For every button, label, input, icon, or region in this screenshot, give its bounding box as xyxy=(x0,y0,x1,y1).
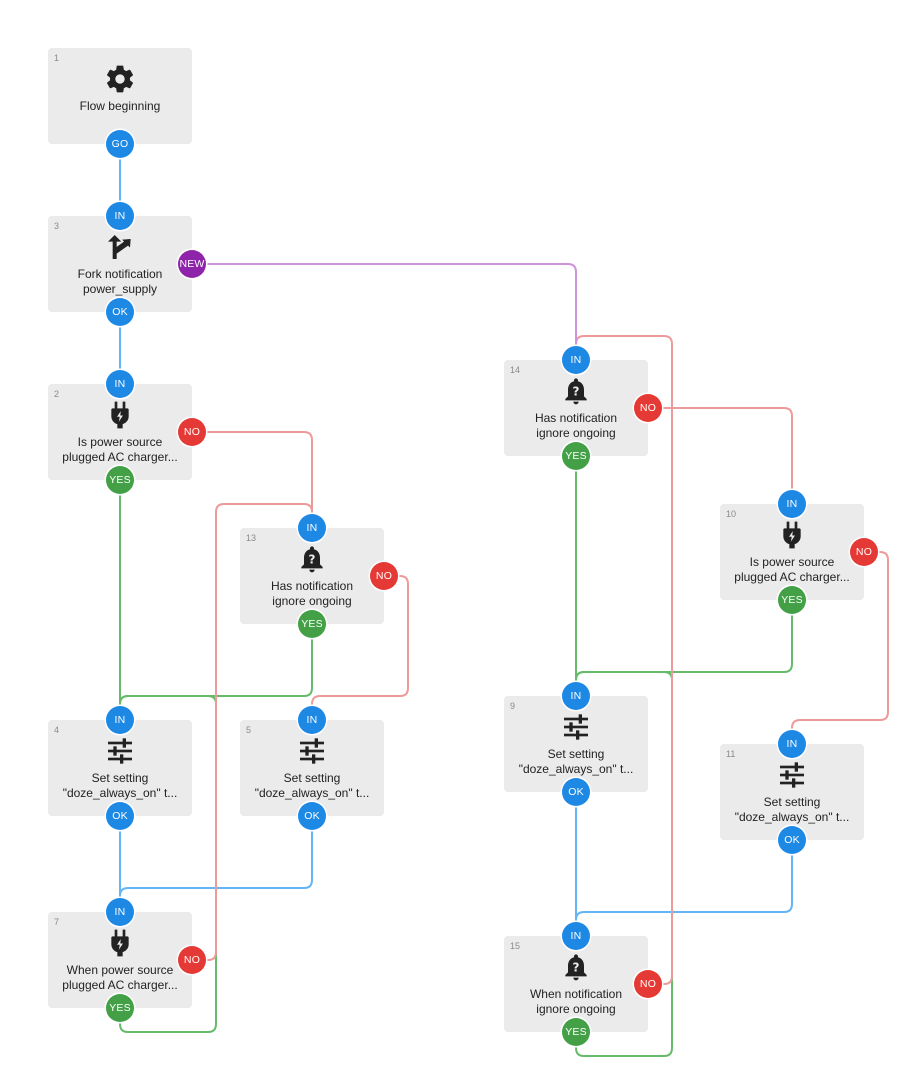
block-when-power-source[interactable]: 7 When power source plugged AC charger..… xyxy=(48,912,192,1008)
block-title: Has notification ignore ongoing xyxy=(270,579,354,608)
sliders-icon xyxy=(104,735,136,767)
wire-b11-ok-to-b15-in xyxy=(575,839,793,937)
wire-b10-no-to-b11-in xyxy=(791,551,889,745)
wire-b13-no-to-b5-in xyxy=(311,575,409,721)
block-title: Fork notification power_supply xyxy=(77,267,163,296)
block-has-notification[interactable]: 13 ? Has notification ignore ongoing xyxy=(240,528,384,624)
sliders-icon xyxy=(560,711,592,743)
sliders-icon xyxy=(776,759,808,791)
port-no[interactable]: NO xyxy=(178,946,206,974)
block-title: Flow beginning xyxy=(79,99,161,113)
port-yes[interactable]: YES xyxy=(106,994,134,1022)
block-title: When power source plugged AC charger... xyxy=(62,963,178,992)
wire-b2-no-to-b13-in xyxy=(191,431,313,529)
block-number: 11 xyxy=(726,749,736,759)
svg-text:?: ? xyxy=(309,553,316,567)
port-yes[interactable]: YES xyxy=(778,586,806,614)
power-plug-icon xyxy=(104,927,136,959)
block-number: 3 xyxy=(54,221,60,231)
port-no[interactable]: NO xyxy=(634,394,662,422)
block-fork-notification[interactable]: 3 Fork notification power_supply xyxy=(48,216,192,312)
port-in[interactable]: IN xyxy=(778,730,806,758)
sliders-icon xyxy=(296,735,328,767)
block-number: 5 xyxy=(246,725,252,735)
port-in[interactable]: IN xyxy=(298,514,326,542)
port-no[interactable]: NO xyxy=(370,562,398,590)
port-no[interactable]: NO xyxy=(850,538,878,566)
wire-b7-no-to-b13-in xyxy=(191,503,313,961)
block-title: Has notification ignore ongoing xyxy=(534,411,618,440)
block-has-notification[interactable]: 14 ? Has notification ignore ongoing xyxy=(504,360,648,456)
gear-icon xyxy=(104,63,136,95)
port-in[interactable]: IN xyxy=(298,706,326,734)
bell-question-icon: ? xyxy=(560,951,592,983)
block-is-power-source[interactable]: 2 Is power source plugged AC charger... xyxy=(48,384,192,480)
power-plug-icon xyxy=(104,399,136,431)
port-in[interactable]: IN xyxy=(778,490,806,518)
port-yes[interactable]: YES xyxy=(298,610,326,638)
block-number: 15 xyxy=(510,941,521,951)
block-title: Set setting "doze_always_on" t... xyxy=(518,747,634,776)
block-set-setting[interactable]: 9 Set setting "doze_always_on" t... xyxy=(504,696,648,792)
block-set-setting[interactable]: 5 Set setting "doze_always_on" t... xyxy=(240,720,384,816)
port-new[interactable]: NEW xyxy=(178,250,206,278)
port-yes[interactable]: YES xyxy=(106,466,134,494)
svg-text:?: ? xyxy=(573,961,580,975)
block-number: 10 xyxy=(726,509,737,519)
block-number: 9 xyxy=(510,701,516,711)
port-yes[interactable]: YES xyxy=(562,442,590,470)
block-title: Is power source plugged AC charger... xyxy=(734,555,850,584)
port-ok[interactable]: OK xyxy=(106,298,134,326)
block-number: 7 xyxy=(54,917,60,927)
port-in[interactable]: IN xyxy=(562,682,590,710)
block-title: Set setting "doze_always_on" t... xyxy=(734,795,850,824)
block-title: Set setting "doze_always_on" t... xyxy=(62,771,178,800)
block-number: 2 xyxy=(54,389,60,399)
block-number: 1 xyxy=(54,53,60,63)
port-ok[interactable]: OK xyxy=(562,778,590,806)
port-ok[interactable]: OK xyxy=(778,826,806,854)
port-in[interactable]: IN xyxy=(106,706,134,734)
port-in[interactable]: IN xyxy=(106,898,134,926)
block-title: Set setting "doze_always_on" t... xyxy=(254,771,370,800)
port-ok[interactable]: OK xyxy=(298,802,326,830)
port-in[interactable]: IN xyxy=(562,346,590,374)
fork-arrow-icon xyxy=(104,231,136,263)
block-title: When notification ignore ongoing xyxy=(529,987,623,1016)
wire-b10-yes-to-b9-in xyxy=(575,599,793,697)
block-flow-beginning[interactable]: 1 Flow beginning xyxy=(48,48,192,144)
block-title: Is power source plugged AC charger... xyxy=(62,435,178,464)
port-in[interactable]: IN xyxy=(106,370,134,398)
wire-b15-no-to-b14-in xyxy=(575,335,673,985)
port-in[interactable]: IN xyxy=(562,922,590,950)
port-go[interactable]: GO xyxy=(106,130,134,158)
port-yes[interactable]: YES xyxy=(562,1018,590,1046)
block-when-notification[interactable]: 15 ? When notification ignore ongoing xyxy=(504,936,648,1032)
svg-text:?: ? xyxy=(573,385,580,399)
block-is-power-source[interactable]: 10 Is power source plugged AC charger... xyxy=(720,504,864,600)
block-number: 13 xyxy=(246,533,257,543)
port-no[interactable]: NO xyxy=(634,970,662,998)
port-in[interactable]: IN xyxy=(106,202,134,230)
bell-question-icon: ? xyxy=(560,375,592,407)
block-number: 14 xyxy=(510,365,521,375)
wire-b14-no-to-b10-in xyxy=(647,407,793,505)
block-set-setting[interactable]: 11 Set setting "doze_always_on" t... xyxy=(720,744,864,840)
power-plug-icon xyxy=(776,519,808,551)
bell-question-icon: ? xyxy=(296,543,328,575)
block-number: 4 xyxy=(54,725,60,735)
port-no[interactable]: NO xyxy=(178,418,206,446)
port-ok[interactable]: OK xyxy=(106,802,134,830)
wire-b3-new-to-b14-in xyxy=(191,263,577,361)
block-set-setting[interactable]: 4 Set setting "doze_always_on" t... xyxy=(48,720,192,816)
